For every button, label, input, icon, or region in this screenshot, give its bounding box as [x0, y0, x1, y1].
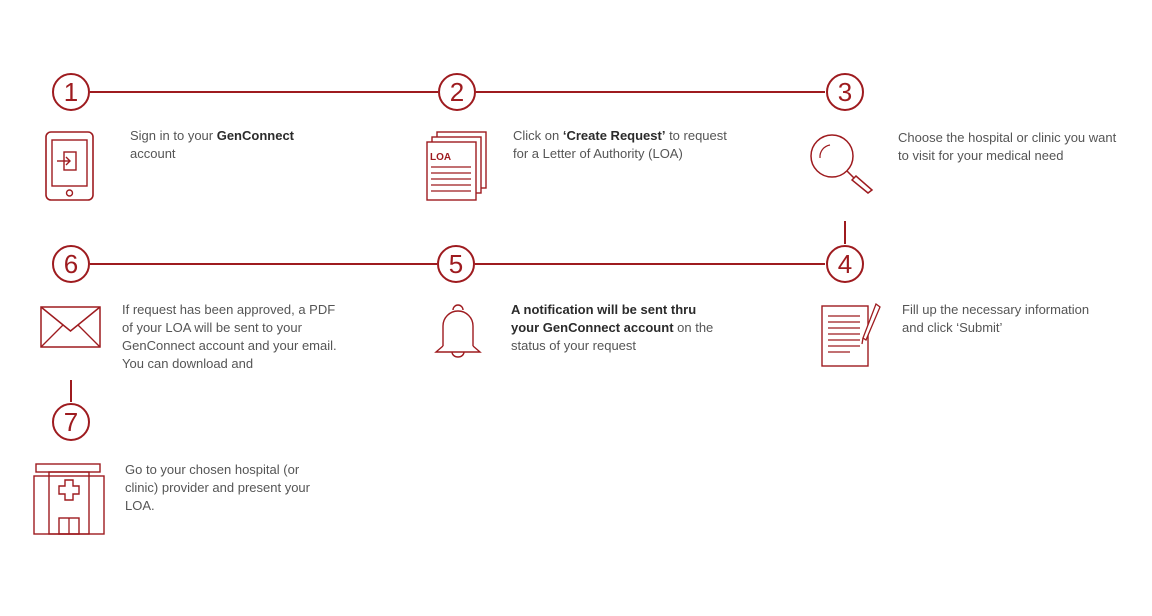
loa-document-icon: LOA [426, 131, 487, 201]
bell-icon [434, 304, 482, 358]
step-7-number: 7 [52, 403, 90, 441]
hospital-icon [33, 463, 105, 535]
text-segment: on the status of your request [511, 320, 714, 353]
text-segment: If request has been approved, a PDF of y… [122, 302, 337, 371]
text-segment: ‘Create Request’ [562, 128, 666, 143]
step-6-number: 6 [52, 245, 90, 283]
form-pen-icon [821, 302, 881, 367]
step-2-number: 2 [438, 73, 476, 111]
text-segment: Choose the hospital or clinic you want t… [898, 130, 1117, 163]
text-segment: Sign in to your [130, 128, 217, 143]
text-segment: Fill up the necessary information and cl… [902, 302, 1090, 335]
text-segment: to request for a Letter of Authority (LO… [513, 128, 727, 161]
step-5-text: A notification will be sent thru your Ge… [511, 301, 716, 355]
text-segment: Go to your chosen hospital (or clinic) p… [125, 462, 310, 513]
step-3-number: 3 [826, 73, 864, 111]
text-segment: Click on [513, 128, 563, 143]
loa-icon-label: LOA [430, 152, 451, 163]
tablet-login-icon [45, 131, 94, 201]
step-4-text: Fill up the necessary information and cl… [902, 301, 1112, 337]
step-2-text: Click on ‘Create Request’ to request for… [513, 127, 728, 163]
step-3-text: Choose the hospital or clinic you want t… [898, 129, 1123, 165]
step-7-text: Go to your chosen hospital (or clinic) p… [125, 461, 335, 515]
envelope-icon [40, 306, 101, 348]
magnifier-icon [810, 134, 874, 194]
step-4-number: 4 [826, 245, 864, 283]
text-segment: A notification will be sent thru your Ge… [511, 302, 697, 335]
step-1-text: Sign in to your GenConnect account [130, 127, 330, 163]
text-segment: account [130, 146, 176, 161]
text-segment: GenConnect [216, 128, 295, 143]
step-1-number: 1 [52, 73, 90, 111]
step-5-number: 5 [437, 245, 475, 283]
step-6-text: If request has been approved, a PDF of y… [122, 301, 342, 373]
